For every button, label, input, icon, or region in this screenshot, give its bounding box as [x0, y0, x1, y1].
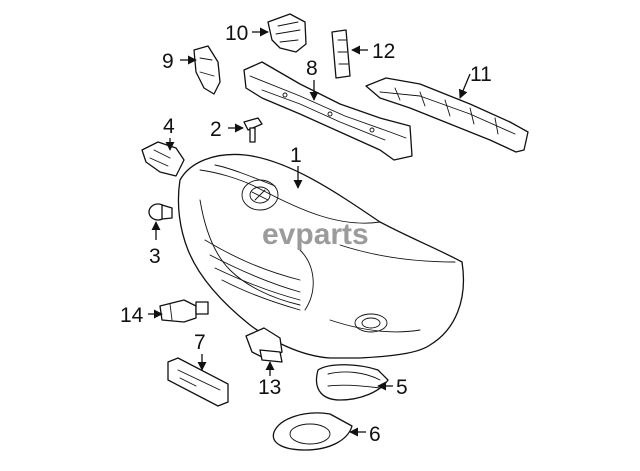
callout-13: 13 — [258, 376, 281, 399]
energy-absorber-part — [365, 77, 529, 153]
callout-11: 11 — [470, 63, 492, 86]
bracket-12-part — [331, 29, 351, 79]
clip-part — [243, 117, 263, 143]
callout-2: 2 — [210, 118, 222, 141]
callout-3: 3 — [149, 245, 161, 268]
fog-lamp-bezel-part — [272, 412, 353, 451]
callout-labels: 1 2 3 4 5 6 7 8 9 10 11 12 13 14 — [120, 22, 492, 446]
callout-9: 9 — [162, 50, 174, 73]
sensor-part — [148, 203, 173, 221]
sensor-assembly-part — [245, 327, 283, 363]
bracket-9-part — [193, 45, 221, 95]
leader-lines — [148, 27, 471, 437]
fog-lamp-cover-part — [315, 364, 389, 401]
reinforcement-bar-part — [243, 61, 413, 161]
sensor-holder-part — [141, 141, 185, 177]
bumper-cover-part — [177, 153, 465, 359]
callout-5: 5 — [396, 376, 408, 399]
callout-7: 7 — [194, 331, 206, 354]
socket-part — [159, 299, 209, 323]
callout-8: 8 — [306, 57, 318, 80]
callout-12: 12 — [372, 40, 395, 63]
callout-4: 4 — [163, 115, 175, 138]
bracket-7-part — [167, 357, 229, 407]
callout-10: 10 — [225, 22, 248, 45]
bracket-10-part — [267, 13, 307, 53]
watermark-text: evparts — [262, 218, 369, 251]
leader-11 — [458, 73, 471, 99]
callout-1: 1 — [290, 144, 302, 167]
callout-6: 6 — [369, 423, 381, 446]
callout-14: 14 — [120, 304, 144, 327]
